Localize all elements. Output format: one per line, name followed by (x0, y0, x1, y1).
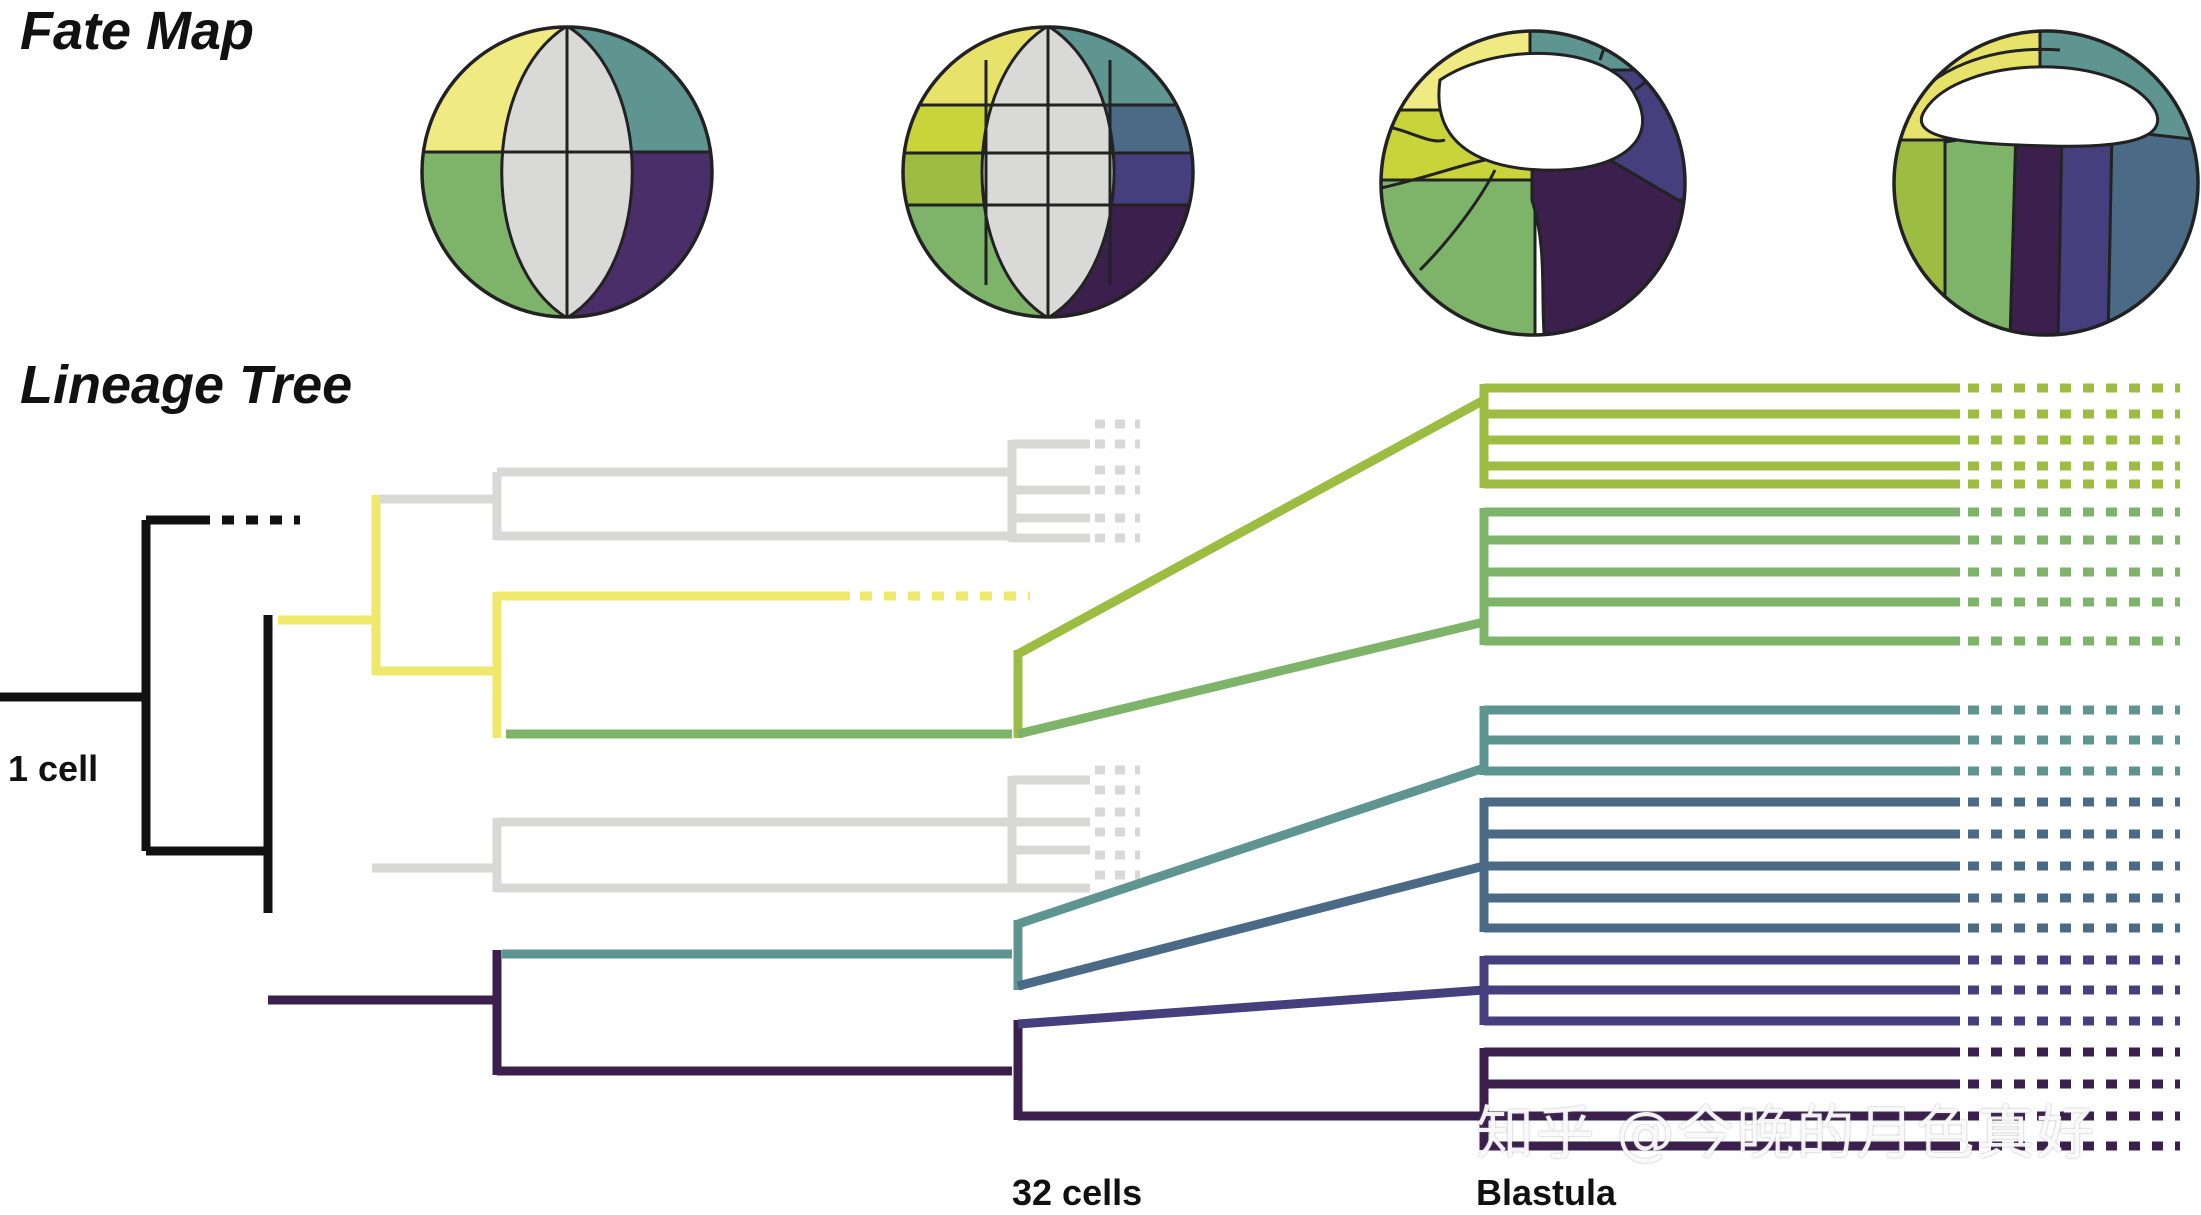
lineage-lower (268, 817, 1012, 1076)
thirty-two-cells-label: 32 cells (1012, 1172, 1143, 1213)
watermark: 知乎 @今晚的月色真好 (1476, 1099, 2097, 1167)
fate-map (420, 25, 2200, 337)
one-cell-label: 1 cell (8, 748, 99, 789)
blastula-fan-dark-purple (1479, 1047, 1960, 1151)
fate-map-heading: Fate Map (20, 1, 255, 61)
blastula-label: Blastula (1476, 1172, 1617, 1213)
blastula-fan-slate (1479, 797, 1960, 933)
lineage-upper-green-fork (1013, 396, 1487, 739)
lineage-upper-grey-dots (1095, 419, 1140, 543)
lineage-tree-heading: Lineage Tree (20, 355, 353, 415)
lineage-tree (0, 383, 2180, 1151)
lineage-lower-colored-forks (1013, 763, 1486, 1121)
embryo-late-blastula (1892, 29, 2200, 337)
blastula-fan-green (1479, 507, 1960, 646)
lineage-root-branches (0, 515, 273, 913)
embryo-32-cell (901, 25, 1195, 319)
lineage-upper (278, 467, 1030, 739)
embryo-blastula (1379, 29, 1687, 337)
lineage-lower-grey-dots (1095, 765, 1140, 880)
lineage-lower-grey-forks (1007, 775, 1090, 893)
blastula-fan-green-light (1479, 383, 1960, 489)
blastula-fan-teal (1479, 705, 1960, 776)
blastula-dotted-continuation (1968, 383, 2180, 1151)
blastula-fan-indigo (1479, 955, 1960, 1026)
lineage-upper-grey-forks (1007, 439, 1090, 543)
embryo-8-cell (420, 25, 714, 319)
